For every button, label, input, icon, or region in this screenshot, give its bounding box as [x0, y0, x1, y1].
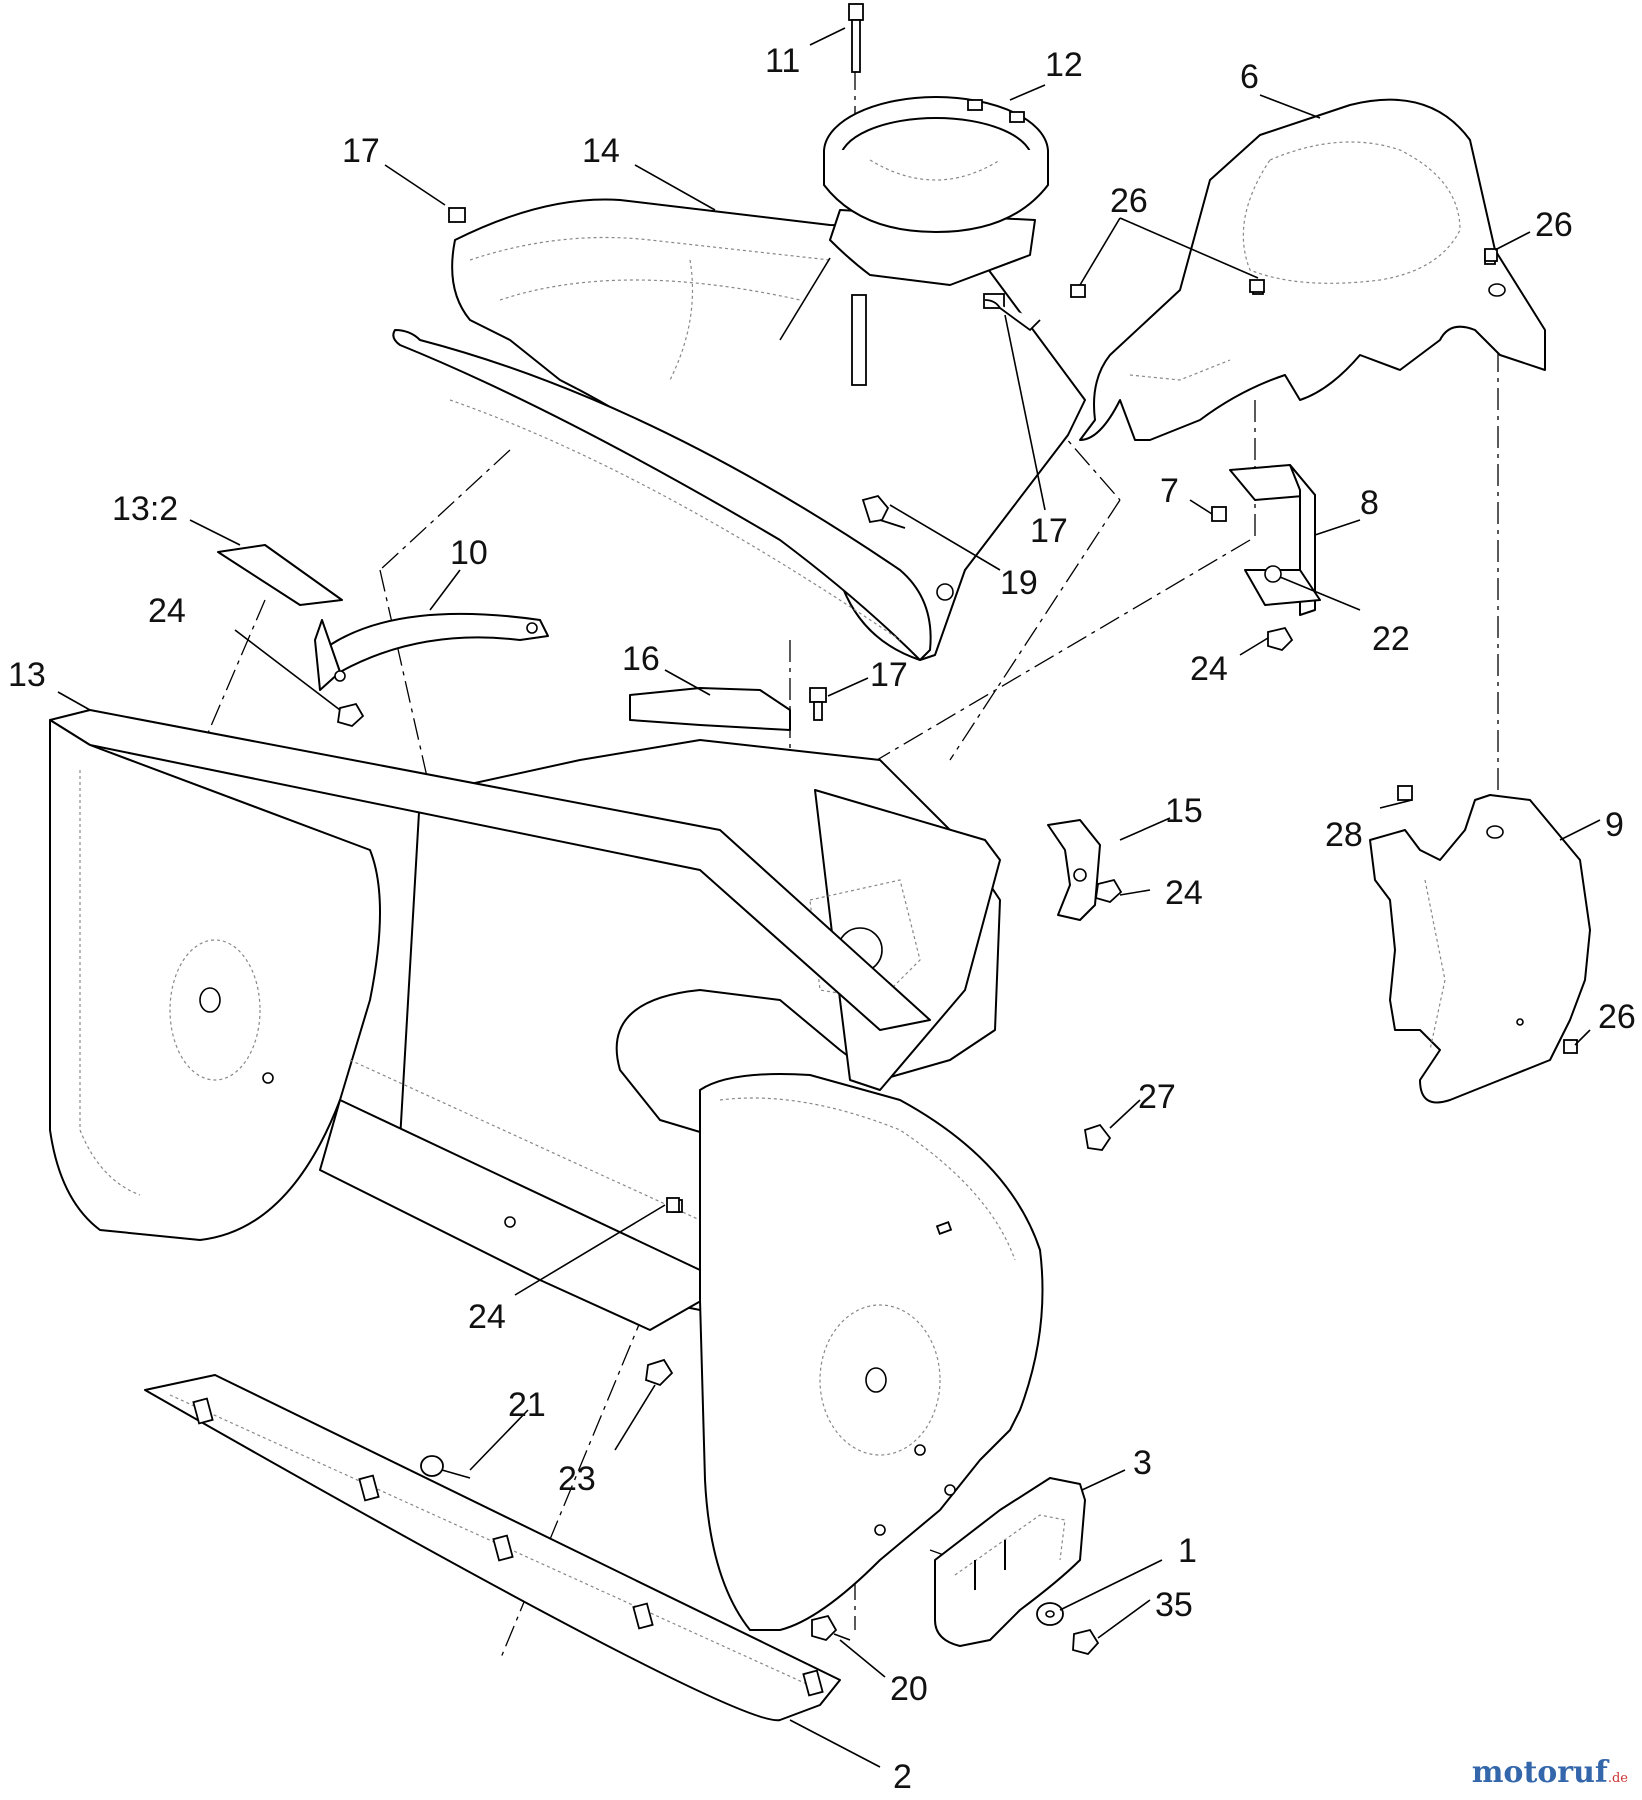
- part-17-bolts: [448, 207, 1041, 721]
- part-16-handle: [629, 687, 791, 731]
- callout-label: 9: [1605, 806, 1624, 844]
- callout-label: 22: [1372, 620, 1410, 658]
- callout-label: 26: [1598, 998, 1636, 1036]
- callout-label: 12: [1045, 46, 1083, 84]
- callout-label: 21: [508, 1386, 546, 1424]
- part-7-clip: [1211, 506, 1227, 522]
- part-1-washer: [1036, 1602, 1064, 1626]
- callout-label: 24: [1165, 874, 1203, 912]
- callout-label: 16: [622, 640, 660, 678]
- part-27-bolt: [1083, 1123, 1112, 1151]
- part-10-bracket: [314, 612, 549, 691]
- part-21-carriage-bolt: [420, 1455, 471, 1479]
- callout-label: 19: [1000, 564, 1038, 602]
- part-13-auger-housing: [49, 709, 1044, 1631]
- part-23-nut: [645, 1358, 674, 1387]
- callout-leaders: [57, 27, 1601, 1768]
- callout-label: 8: [1360, 484, 1379, 522]
- callout-label: 17: [1030, 512, 1068, 550]
- callout-label: 17: [342, 132, 380, 170]
- callout-labels: 11 12 6 17 14 26 26 17 19 13:2 10 7 8 24…: [8, 42, 1636, 1796]
- callout-label: 24: [468, 1298, 506, 1336]
- callout-label: 24: [148, 592, 186, 630]
- part-12-chute-ring: [823, 96, 1049, 286]
- part-24-nut-floor: [666, 1197, 680, 1213]
- part-9-rear-cover: [1369, 794, 1591, 1104]
- watermark-logo: motoruf.de: [1472, 1755, 1628, 1790]
- callout-label: 14: [582, 132, 620, 170]
- part-3-skid-shoe: [934, 1477, 1086, 1647]
- part-13-2-decal: [217, 544, 343, 606]
- part-14-discharge-chute: [392, 198, 1086, 661]
- callout-label: 2: [893, 1758, 912, 1796]
- part-28-clip: [1397, 785, 1413, 801]
- watermark-tld: .de: [1607, 1771, 1628, 1786]
- part-24-nut-bracket: [1267, 626, 1294, 652]
- callout-label: 13:2: [112, 490, 178, 528]
- callout-label: 27: [1138, 1078, 1176, 1116]
- callout-label: 26: [1535, 206, 1573, 244]
- callout-label: 28: [1325, 816, 1363, 854]
- callout-label: 15: [1165, 792, 1203, 830]
- part-6-chute-cover: [1079, 98, 1546, 441]
- callout-label: 7: [1160, 472, 1179, 510]
- part-15-plate: [1047, 819, 1101, 921]
- callout-label: 10: [450, 534, 488, 572]
- callout-label: 35: [1155, 1586, 1193, 1624]
- part-19-bolt: [861, 494, 906, 529]
- callout-label: 3: [1133, 1444, 1152, 1482]
- part-2-scraper-blade: [144, 1374, 841, 1722]
- callout-label: 17: [870, 656, 908, 694]
- callout-label: 6: [1240, 58, 1259, 96]
- part-26-screws: [1070, 248, 1578, 1054]
- part-24-nut-left: [336, 702, 365, 728]
- part-8-bracket: [1229, 464, 1321, 616]
- part-35-nut: [1072, 1628, 1100, 1656]
- callout-label: 20: [890, 1670, 928, 1708]
- callout-label: 24: [1190, 650, 1228, 688]
- callout-label: 11: [765, 42, 800, 80]
- part-11-bolt: [848, 3, 864, 73]
- callout-label: 23: [558, 1460, 596, 1498]
- callout-label: 26: [1110, 182, 1148, 220]
- part-20-carriage-bolt: [811, 1614, 851, 1642]
- part-24-nut-plate: [1094, 878, 1123, 904]
- watermark-brand: motoruf: [1471, 1755, 1608, 1790]
- callout-label: 13: [8, 656, 46, 694]
- callout-label: 1: [1178, 1532, 1197, 1570]
